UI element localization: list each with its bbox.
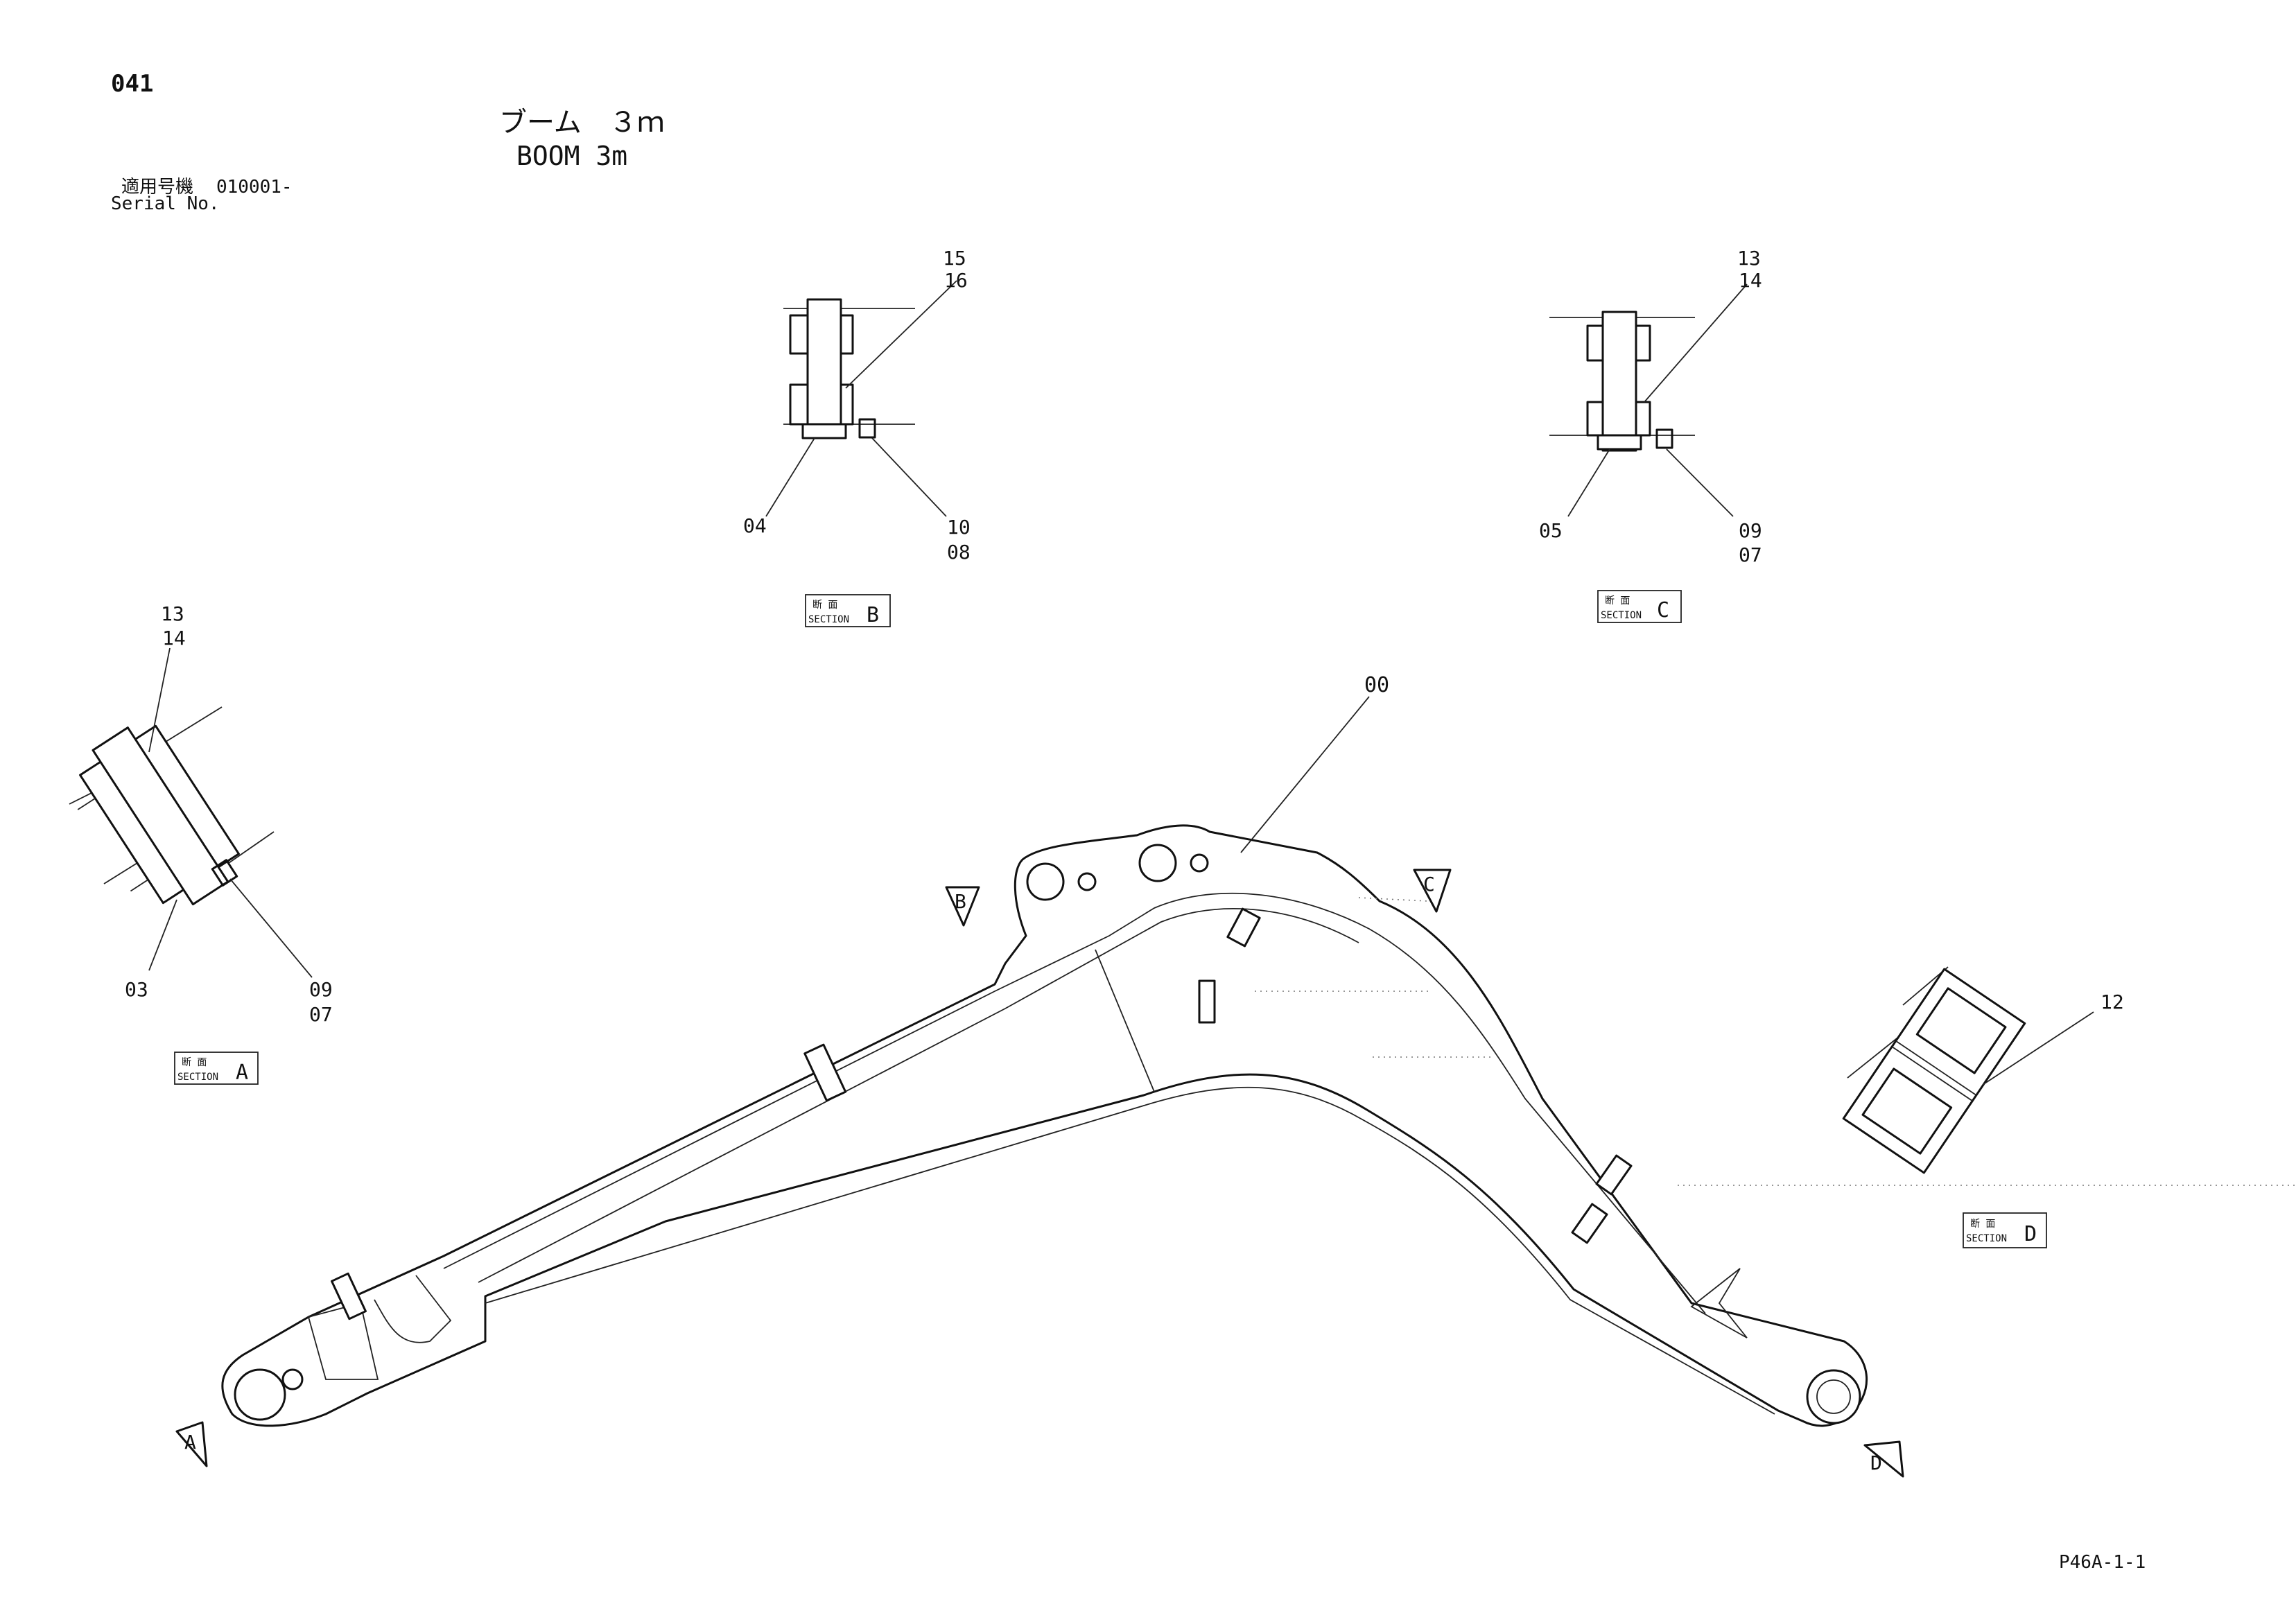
view-marker-b: B <box>945 886 980 927</box>
svg-text:SECTION: SECTION <box>1601 610 1642 621</box>
svg-text:B: B <box>867 603 879 627</box>
title-jp: ブーム ３ｍ <box>499 107 665 139</box>
svg-text:SECTION: SECTION <box>177 1072 218 1083</box>
callout-b-10: 10 <box>947 516 971 539</box>
svg-text:B: B <box>955 890 966 913</box>
callout-a-09: 09 <box>309 978 333 1001</box>
serial-label-jp: 適用号機 <box>121 177 193 198</box>
svg-text:断 面: 断 面 <box>812 600 837 611</box>
callout-c-13: 13 <box>1737 247 1761 270</box>
callout-a-07: 07 <box>309 1003 333 1026</box>
svg-text:断 面: 断 面 <box>182 1057 207 1068</box>
callout-main-00: 00 <box>1364 673 1389 697</box>
drawing-ref: P46A-1-1 <box>2059 1552 2146 1573</box>
callout-c-07: 07 <box>1739 543 1762 566</box>
svg-text:D: D <box>2024 1222 2037 1246</box>
callout-d-12: 12 <box>2101 991 2124 1013</box>
view-marker-a: A <box>175 1421 208 1467</box>
section-b-tag: 断 面 SECTION B <box>805 594 891 627</box>
svg-text:断 面: 断 面 <box>1605 595 1630 607</box>
svg-text:C: C <box>1657 598 1669 622</box>
callout-c-05: 05 <box>1539 519 1563 542</box>
callout-a-14: 14 <box>162 627 186 649</box>
svg-text:A: A <box>184 1431 196 1454</box>
callout-b-16: 16 <box>944 269 968 292</box>
title-en: BOOM 3m <box>516 141 627 171</box>
section-a-tag: 断 面 SECTION A <box>174 1052 259 1085</box>
callout-b-15: 15 <box>943 247 966 270</box>
section-a-detail <box>69 647 313 978</box>
svg-text:D: D <box>1870 1451 1882 1474</box>
section-b-detail <box>765 280 957 517</box>
section-d-detail <box>1842 966 2094 1174</box>
callout-a-13: 13 <box>161 602 184 625</box>
svg-text:C: C <box>1423 873 1435 896</box>
view-marker-d: D <box>1863 1440 1904 1478</box>
section-c-detail <box>1549 284 1748 517</box>
serial-value: 010001- <box>216 177 293 198</box>
callout-c-09: 09 <box>1739 519 1762 542</box>
section-c-tag: 断 面 SECTION C <box>1597 590 1682 623</box>
svg-text:断 面: 断 面 <box>1970 1219 1995 1230</box>
svg-text:SECTION: SECTION <box>1966 1233 2007 1244</box>
svg-text:SECTION: SECTION <box>808 614 849 625</box>
page-code: 041 <box>111 70 153 98</box>
serial-label-en: Serial No. <box>111 193 220 214</box>
boom-assembly <box>221 696 2296 1427</box>
svg-text:A: A <box>236 1061 248 1085</box>
section-d-tag: 断 面 SECTION D <box>1963 1212 2047 1248</box>
callout-b-04: 04 <box>743 514 767 537</box>
callout-c-14: 14 <box>1739 269 1762 292</box>
callout-b-08: 08 <box>947 541 971 564</box>
callout-a-03: 03 <box>125 978 148 1001</box>
view-marker-c: C <box>1413 869 1452 913</box>
